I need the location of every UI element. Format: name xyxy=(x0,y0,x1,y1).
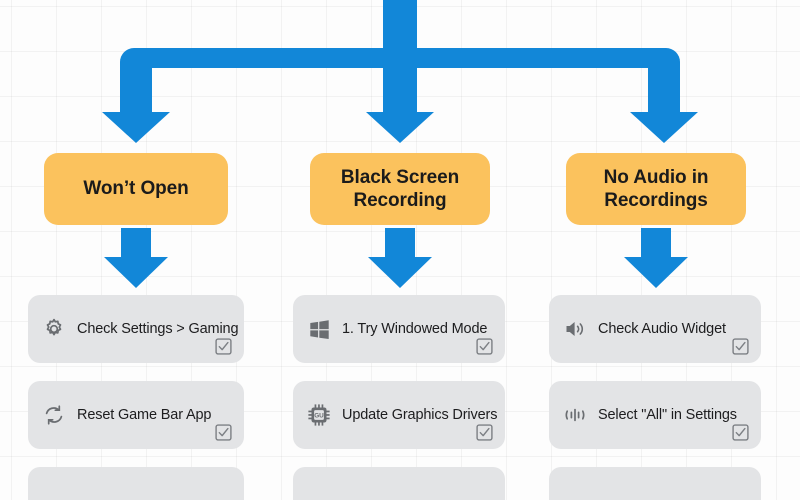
gear-icon xyxy=(42,317,66,341)
step-label: 1. Try Windowed Mode xyxy=(342,321,488,337)
checked-box-icon[interactable] xyxy=(731,423,750,442)
checked-box-icon[interactable] xyxy=(475,337,494,356)
step-card-select-all-in-settings[interactable]: Select "All" in Settings xyxy=(549,381,761,449)
problem-box-wont-open[interactable]: Won’t Open xyxy=(44,153,228,225)
trunk-connector xyxy=(383,0,417,66)
problem-label-line-1: No Audio in xyxy=(603,166,709,188)
step-label: Reset Game Bar App xyxy=(77,407,212,423)
step-card-verify-default-device[interactable]: Verify Default Device xyxy=(549,467,761,500)
checked-box-icon[interactable] xyxy=(214,337,233,356)
arrow-to-black-screen xyxy=(366,62,434,143)
problem-label: No Audio in Recordings xyxy=(604,166,709,212)
gpu-chip-icon: GU xyxy=(307,403,331,427)
problem-label-line-2: Recordings xyxy=(604,190,708,211)
arrow-no-audio-to-steps xyxy=(624,228,688,288)
problem-label-line-1: Black Screen xyxy=(340,166,460,188)
horizontal-bar-connector xyxy=(120,48,680,68)
svg-text:GU: GU xyxy=(314,413,324,420)
step-card-verify-background[interactable]: Verify Background xyxy=(28,467,244,500)
step-card-update-graphics-drivers[interactable]: GU Update Graphics Drivers xyxy=(293,381,505,449)
arrow-to-wont-open xyxy=(102,62,170,143)
arrow-to-no-audio xyxy=(630,62,698,143)
problem-label: Won’t Open xyxy=(83,178,189,200)
arrow-wont-open-to-steps xyxy=(104,228,168,288)
problem-box-no-audio-in-recordings[interactable]: No Audio in Recordings xyxy=(566,153,746,225)
problem-label: Black Screen Recording xyxy=(341,166,459,212)
speaker-icon xyxy=(563,317,587,341)
checked-box-icon[interactable] xyxy=(731,337,750,356)
problem-box-black-screen-recording[interactable]: Black Screen Recording xyxy=(310,153,490,225)
problem-label-line-2: Recording xyxy=(353,190,447,211)
step-label: Check Settings > Gaming xyxy=(77,321,239,337)
step-card-check-settings-gaming[interactable]: Check Settings > Gaming xyxy=(28,295,244,363)
checked-box-icon[interactable] xyxy=(475,423,494,442)
step-label: Select "All" in Settings xyxy=(598,407,737,423)
windows-logo-icon xyxy=(307,317,331,341)
step-label: Check Audio Widget xyxy=(598,321,726,337)
step-card-try-windowed-mode[interactable]: 1. Try Windowed Mode xyxy=(293,295,505,363)
step-card-reset-game-bar-app[interactable]: Reset Game Bar App xyxy=(28,381,244,449)
checked-box-icon[interactable] xyxy=(214,423,233,442)
arrow-black-screen-to-steps xyxy=(368,228,432,288)
step-card-check-audio-widget[interactable]: Check Audio Widget xyxy=(549,295,761,363)
refresh-icon xyxy=(42,403,66,427)
step-card-check-drm-restrictions[interactable]: Check DRM Restrictions xyxy=(293,467,505,500)
audio-waves-icon xyxy=(563,403,587,427)
step-label: Update Graphics Drivers xyxy=(342,407,498,423)
